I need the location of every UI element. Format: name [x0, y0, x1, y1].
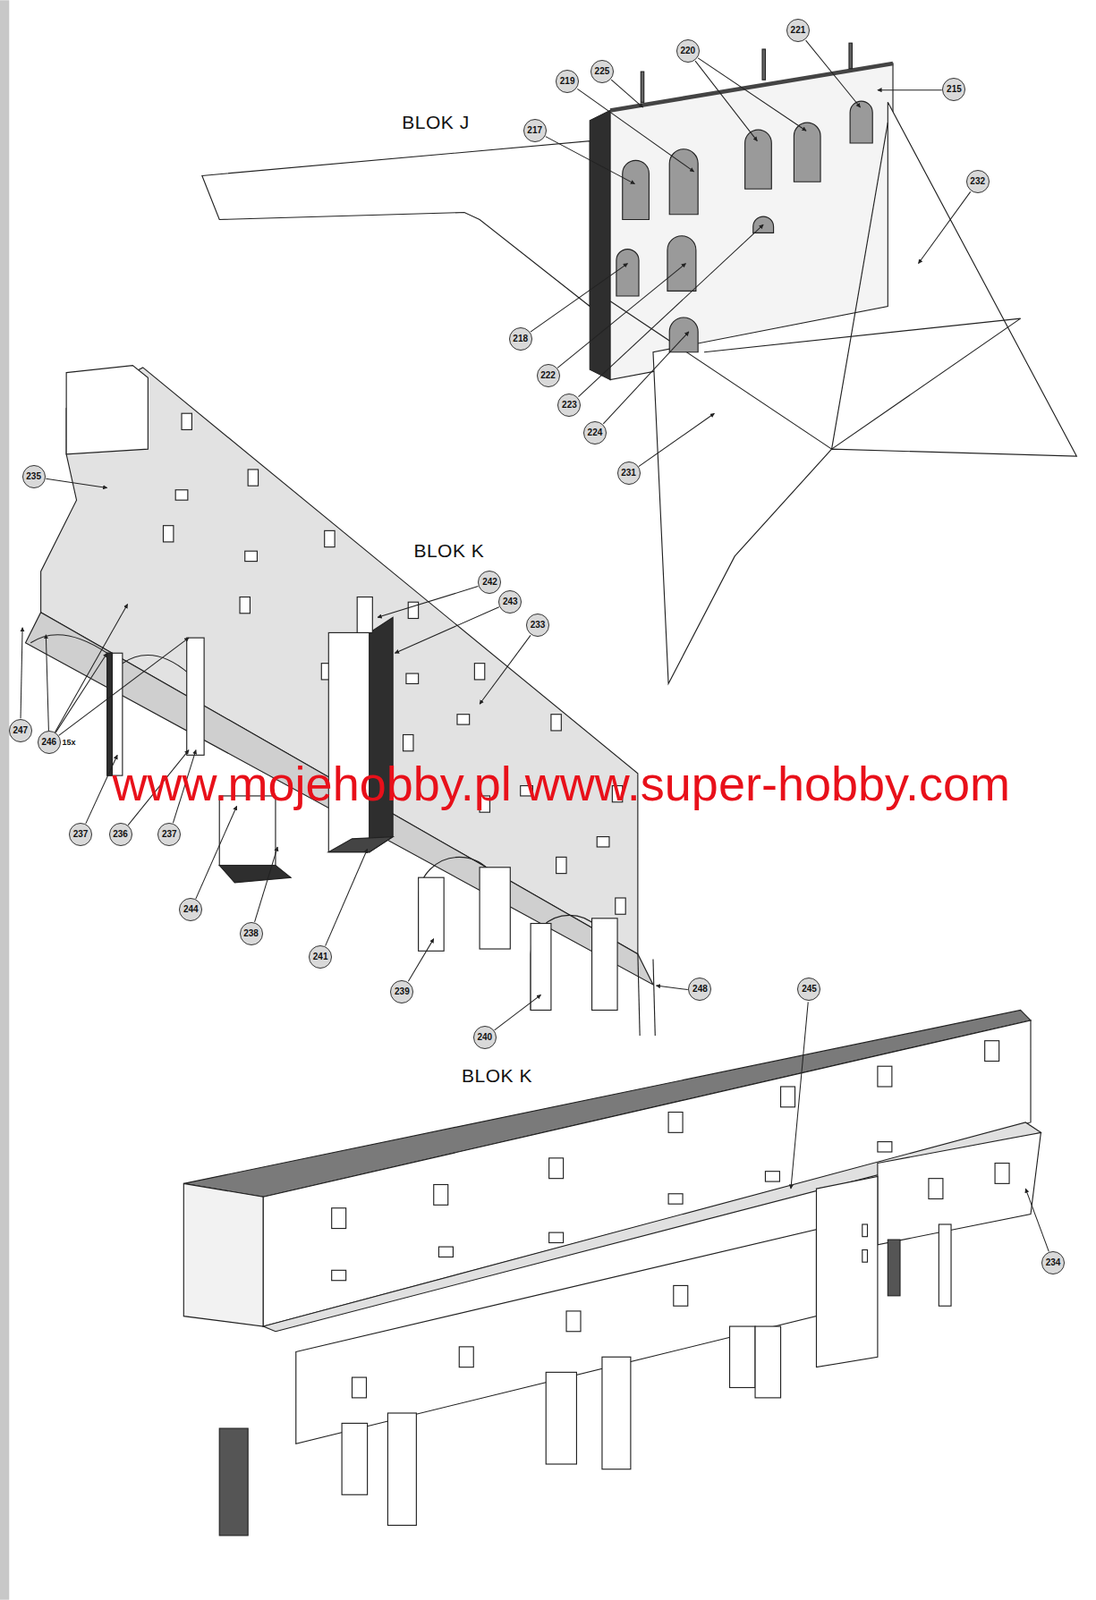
callout-number: 234 — [1041, 1251, 1065, 1275]
callout-number: 237 — [68, 823, 93, 847]
callout-number: 241 — [308, 945, 332, 969]
watermark: www.mojehobby.pl www.super-hobby.com — [112, 756, 1011, 812]
callout-number: 218 — [509, 327, 533, 351]
callout-number: 238 — [239, 922, 264, 946]
blok-k-front-view — [183, 1010, 1041, 1536]
callout-number: 244 — [178, 898, 203, 922]
callout-number: 222 — [536, 364, 561, 388]
callout-number: 220 — [676, 39, 700, 63]
callout-number: 236 — [109, 823, 133, 847]
callout-number: 231 — [617, 461, 641, 485]
callout-number: 248 — [688, 977, 712, 1002]
callout-number: 215 — [942, 77, 966, 102]
callout-number: 237 — [157, 823, 181, 847]
quantity-note: 15x — [62, 738, 77, 748]
callout-number: 224 — [583, 421, 607, 445]
callout-number: 243 — [498, 590, 522, 614]
callout-number: 242 — [477, 570, 502, 595]
callout-number: 233 — [526, 613, 550, 638]
callout-number: 239 — [390, 980, 414, 1004]
callout-number: 232 — [966, 169, 990, 194]
block-title: BLOK J — [401, 111, 469, 134]
blok-k-wall-view — [25, 365, 656, 1037]
callout-number: 247 — [8, 719, 33, 743]
callout-number: 223 — [557, 393, 581, 417]
callout-number: 217 — [523, 118, 547, 143]
callout-number: 235 — [22, 465, 46, 489]
leader-lines — [20, 40, 1049, 1252]
callout-number: 219 — [555, 69, 579, 94]
callout-number: 246 — [37, 730, 61, 755]
block-title: BLOK K — [413, 540, 485, 562]
callout-number: 240 — [473, 1026, 497, 1050]
page-edge — [0, 0, 9, 1600]
block-title: BLOK K — [461, 1065, 533, 1088]
callout-number: 225 — [590, 59, 614, 84]
callout-number: 221 — [786, 18, 810, 43]
callout-number: 245 — [797, 977, 821, 1002]
